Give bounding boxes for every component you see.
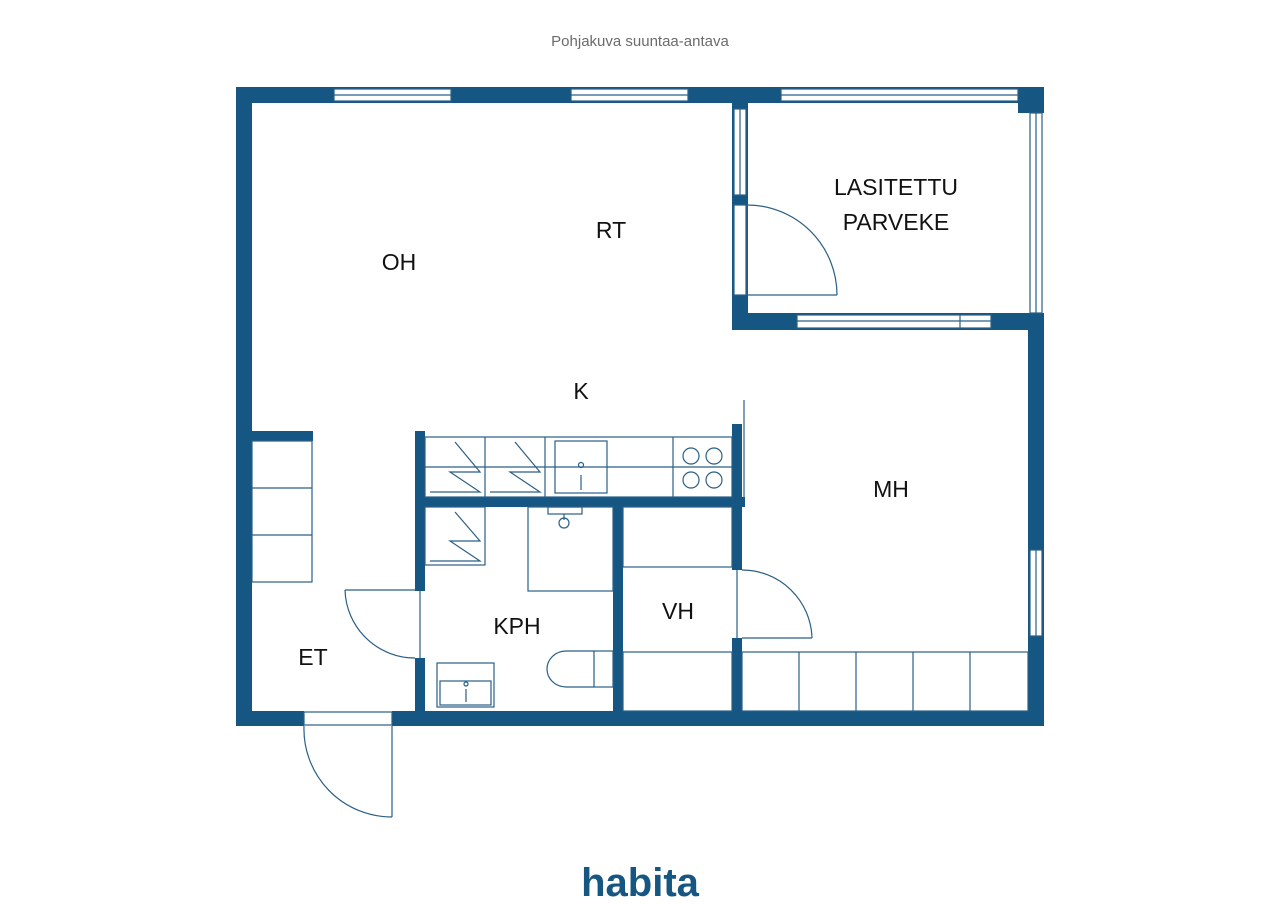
floorplan-subtitle: Pohjakuva suuntaa-antava bbox=[551, 33, 729, 50]
room-labels: OH RT K LASITETTU PARVEKE MH ET KPH VH bbox=[298, 174, 958, 670]
room-label-kph: KPH bbox=[493, 613, 540, 639]
room-label-balcony-line1: LASITETTU bbox=[834, 174, 958, 200]
bathroom-fixtures bbox=[424, 506, 614, 708]
room-label-rt: RT bbox=[596, 217, 626, 243]
doors bbox=[303, 204, 838, 818]
room-label-mh: MH bbox=[873, 476, 909, 502]
room-label-et: ET bbox=[298, 644, 327, 670]
room-label-vh: VH bbox=[662, 598, 694, 624]
windows bbox=[333, 88, 1043, 637]
entry-wardrobe bbox=[251, 440, 313, 583]
interior-walls bbox=[252, 424, 745, 713]
storage-cabinets bbox=[622, 506, 1029, 712]
room-label-k: K bbox=[573, 378, 589, 404]
room-label-oh: OH bbox=[382, 249, 417, 275]
room-label-balcony-line2: PARVEKE bbox=[843, 209, 950, 235]
kitchen-counter bbox=[424, 400, 745, 498]
habita-logo: habita bbox=[581, 861, 700, 905]
